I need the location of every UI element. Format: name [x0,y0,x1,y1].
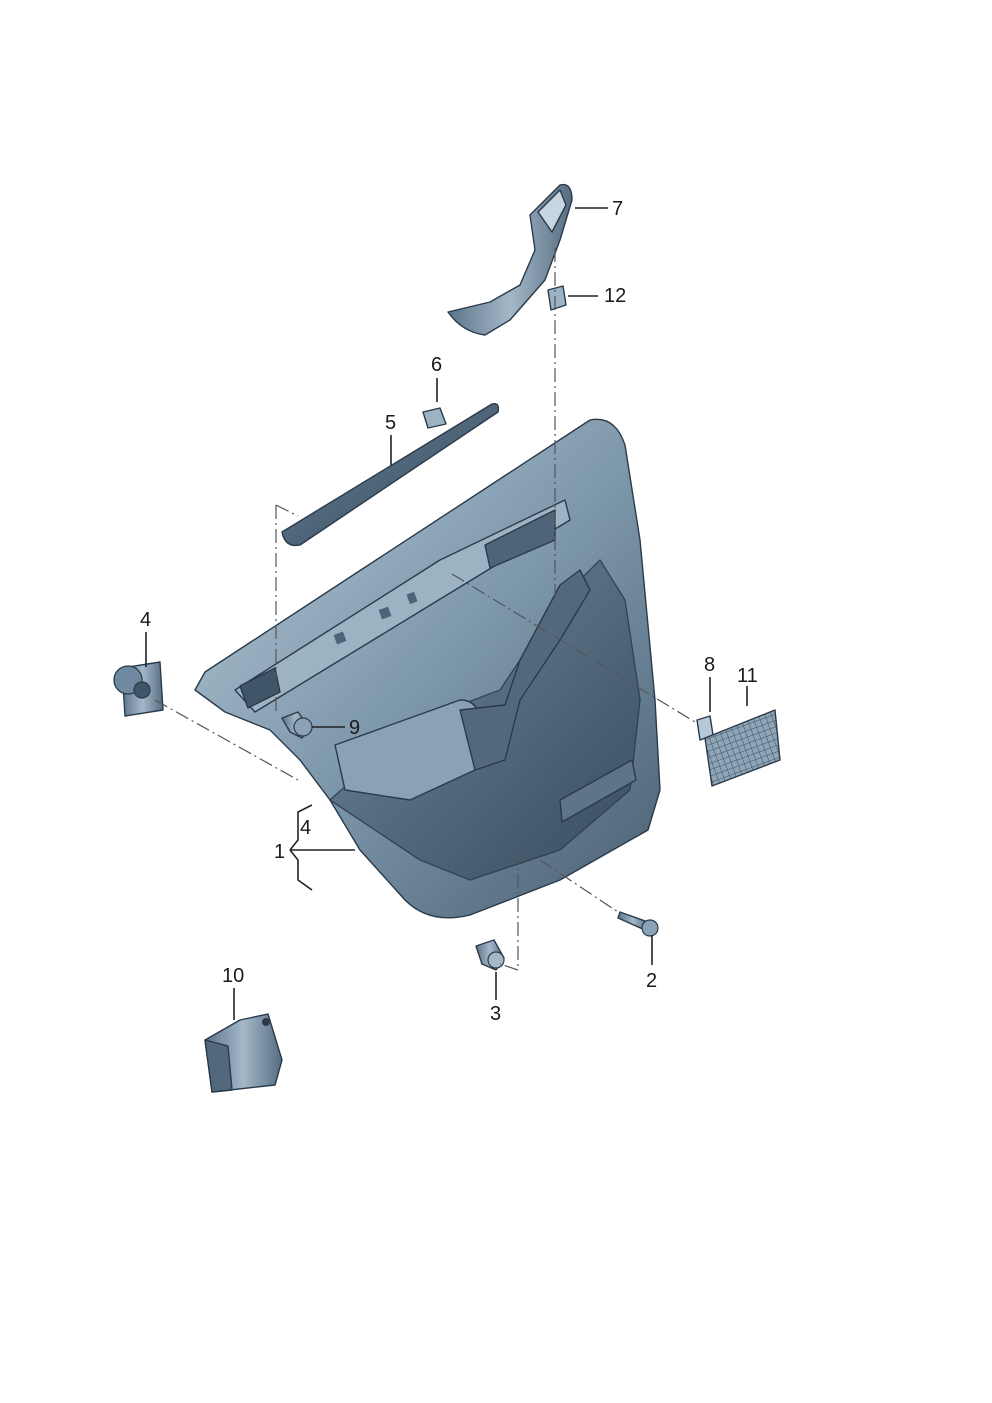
leader-lines [145,207,748,1020]
trim-strip-part-5 [281,402,500,547]
callout-2: 2 [646,970,657,992]
callout-3: 3 [490,1003,501,1025]
bolt-part-9 [281,711,313,739]
clip-part-12 [547,285,567,311]
callout-5: 5 [385,412,396,434]
callout-12: 12 [604,285,626,307]
grab-handle-part-7 [447,183,573,336]
callout-7: 7 [612,198,623,220]
clip-part-6 [422,407,447,429]
callout-8: 8 [704,654,715,676]
callout-4-bracket: 4 [300,817,311,839]
screw-part-2 [617,911,659,937]
callout-4-left: 4 [140,609,151,631]
push-clip-part-3 [475,939,505,971]
alignment-lines [154,248,696,971]
clip-part-4 [113,661,164,717]
callout-1: 1 [274,841,285,863]
callout-9: 9 [349,717,360,739]
callout-11: 11 [737,665,758,687]
cover-part-10 [204,1013,283,1093]
callout-6: 6 [431,354,442,376]
callouts: 7 12 6 5 4 8 11 9 4 1 2 3 10 [140,198,758,1025]
speaker-grille-part-11 [704,709,781,787]
door-trim-panel [194,418,661,919]
callout-10: 10 [222,965,244,987]
